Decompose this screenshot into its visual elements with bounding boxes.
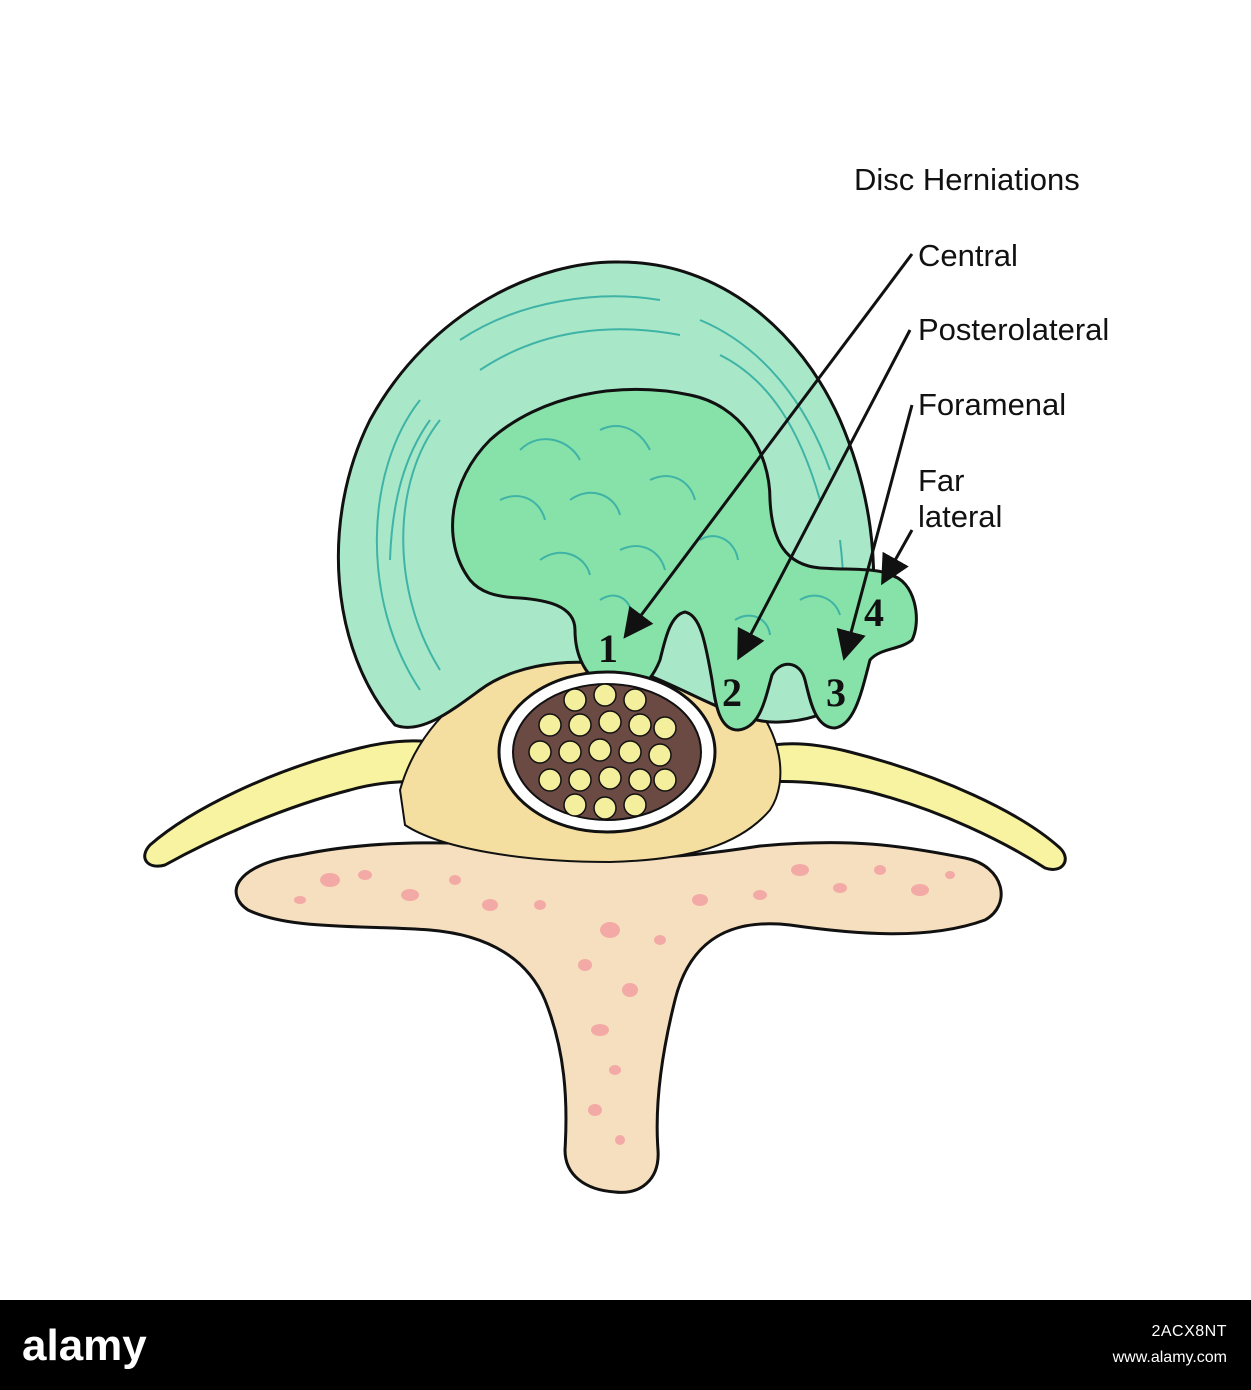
annulus-lamellae	[375, 295, 845, 691]
cord-fibers	[528, 683, 677, 820]
watermark-footer: alamy 2ACX8NT www.alamy.com	[0, 1300, 1251, 1390]
label-far-lateral-line2: lateral	[918, 499, 1002, 534]
label-foramenal: Foramenal	[918, 387, 1066, 422]
arrow-far-lateral	[881, 529, 914, 586]
label-far-lateral-line1: Far	[918, 463, 965, 498]
watermark-meta: 2ACX8NT www.alamy.com	[1113, 1300, 1227, 1390]
image-id: 2ACX8NT	[1151, 1323, 1227, 1340]
diagram-title: Disc Herniations	[854, 162, 1080, 197]
label-posterolateral: Posterolateral	[918, 312, 1109, 347]
bone-marrow-specks	[294, 864, 955, 1145]
marker-4: 4	[864, 590, 884, 635]
arrow-foramenal	[836, 404, 914, 661]
logo-text: alamy	[22, 1321, 147, 1370]
site-url: www.alamy.com	[1112, 1349, 1227, 1366]
arrow-central	[623, 253, 914, 639]
disc-herniation-diagram: 1 2 3 4 Disc Herniations Central Postero…	[143, 162, 1109, 1194]
marker-2: 2	[722, 670, 742, 715]
alamy-logo: alamy	[22, 1321, 147, 1370]
arrow-posterolateral	[737, 329, 912, 661]
label-central: Central	[918, 238, 1018, 273]
right-nerve-root	[742, 742, 1067, 871]
marker-1: 1	[598, 626, 618, 671]
vertebral-arch	[234, 841, 1003, 1194]
marker-3: 3	[826, 670, 846, 715]
